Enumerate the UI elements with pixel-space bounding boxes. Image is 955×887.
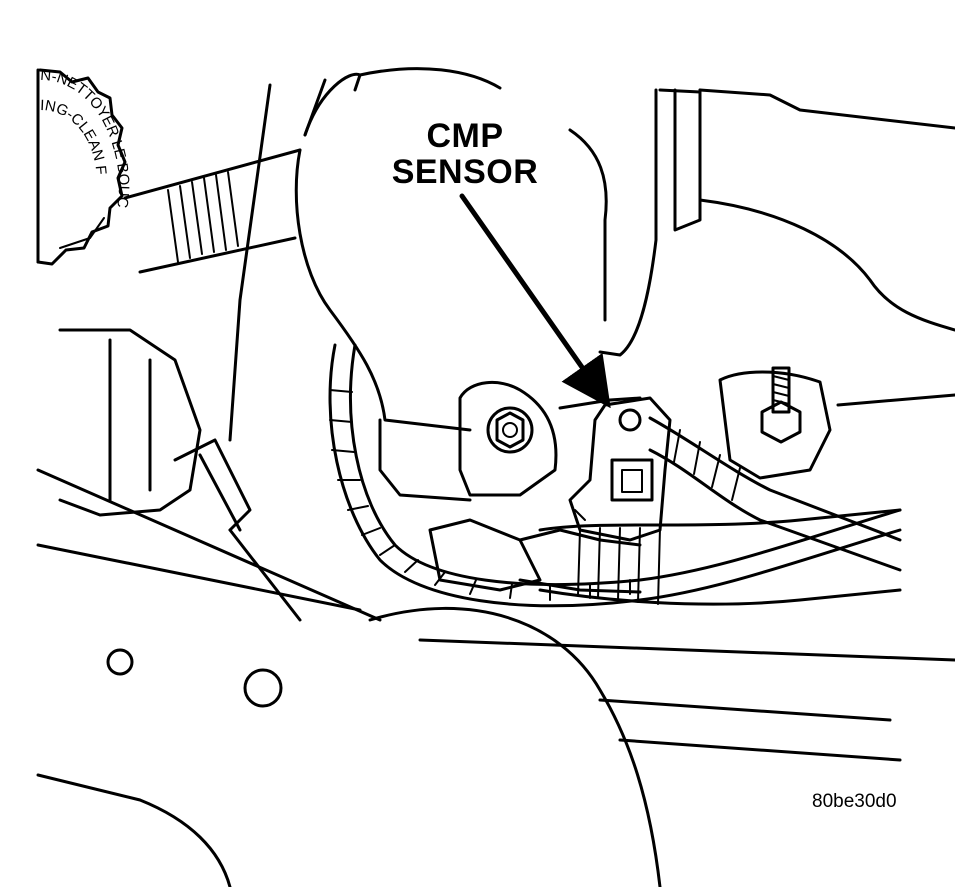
cap-text-inner: ING-CLEAN F [40,97,110,175]
wire-loom [328,343,902,608]
sensor-harness [648,416,902,572]
stud-right [760,366,802,444]
intake-housing [228,67,502,442]
callout-line-2: SENSOR [391,153,539,191]
upper-bracket [568,88,955,357]
callout-arrow [459,193,611,409]
oil-fill-cap [36,68,127,266]
left-bracket [58,328,302,622]
upper-hose [123,148,302,274]
callout-line-1: CMP [426,117,504,155]
figure-id: 80be30d0 [812,791,897,812]
cmp-sensor-callout: CMP SENSOR [385,118,545,190]
cmp-sensor [568,396,672,542]
frame-rails [36,468,955,887]
lower-hose [538,508,902,606]
bolt-left [486,406,534,454]
frame-holes [106,648,283,708]
